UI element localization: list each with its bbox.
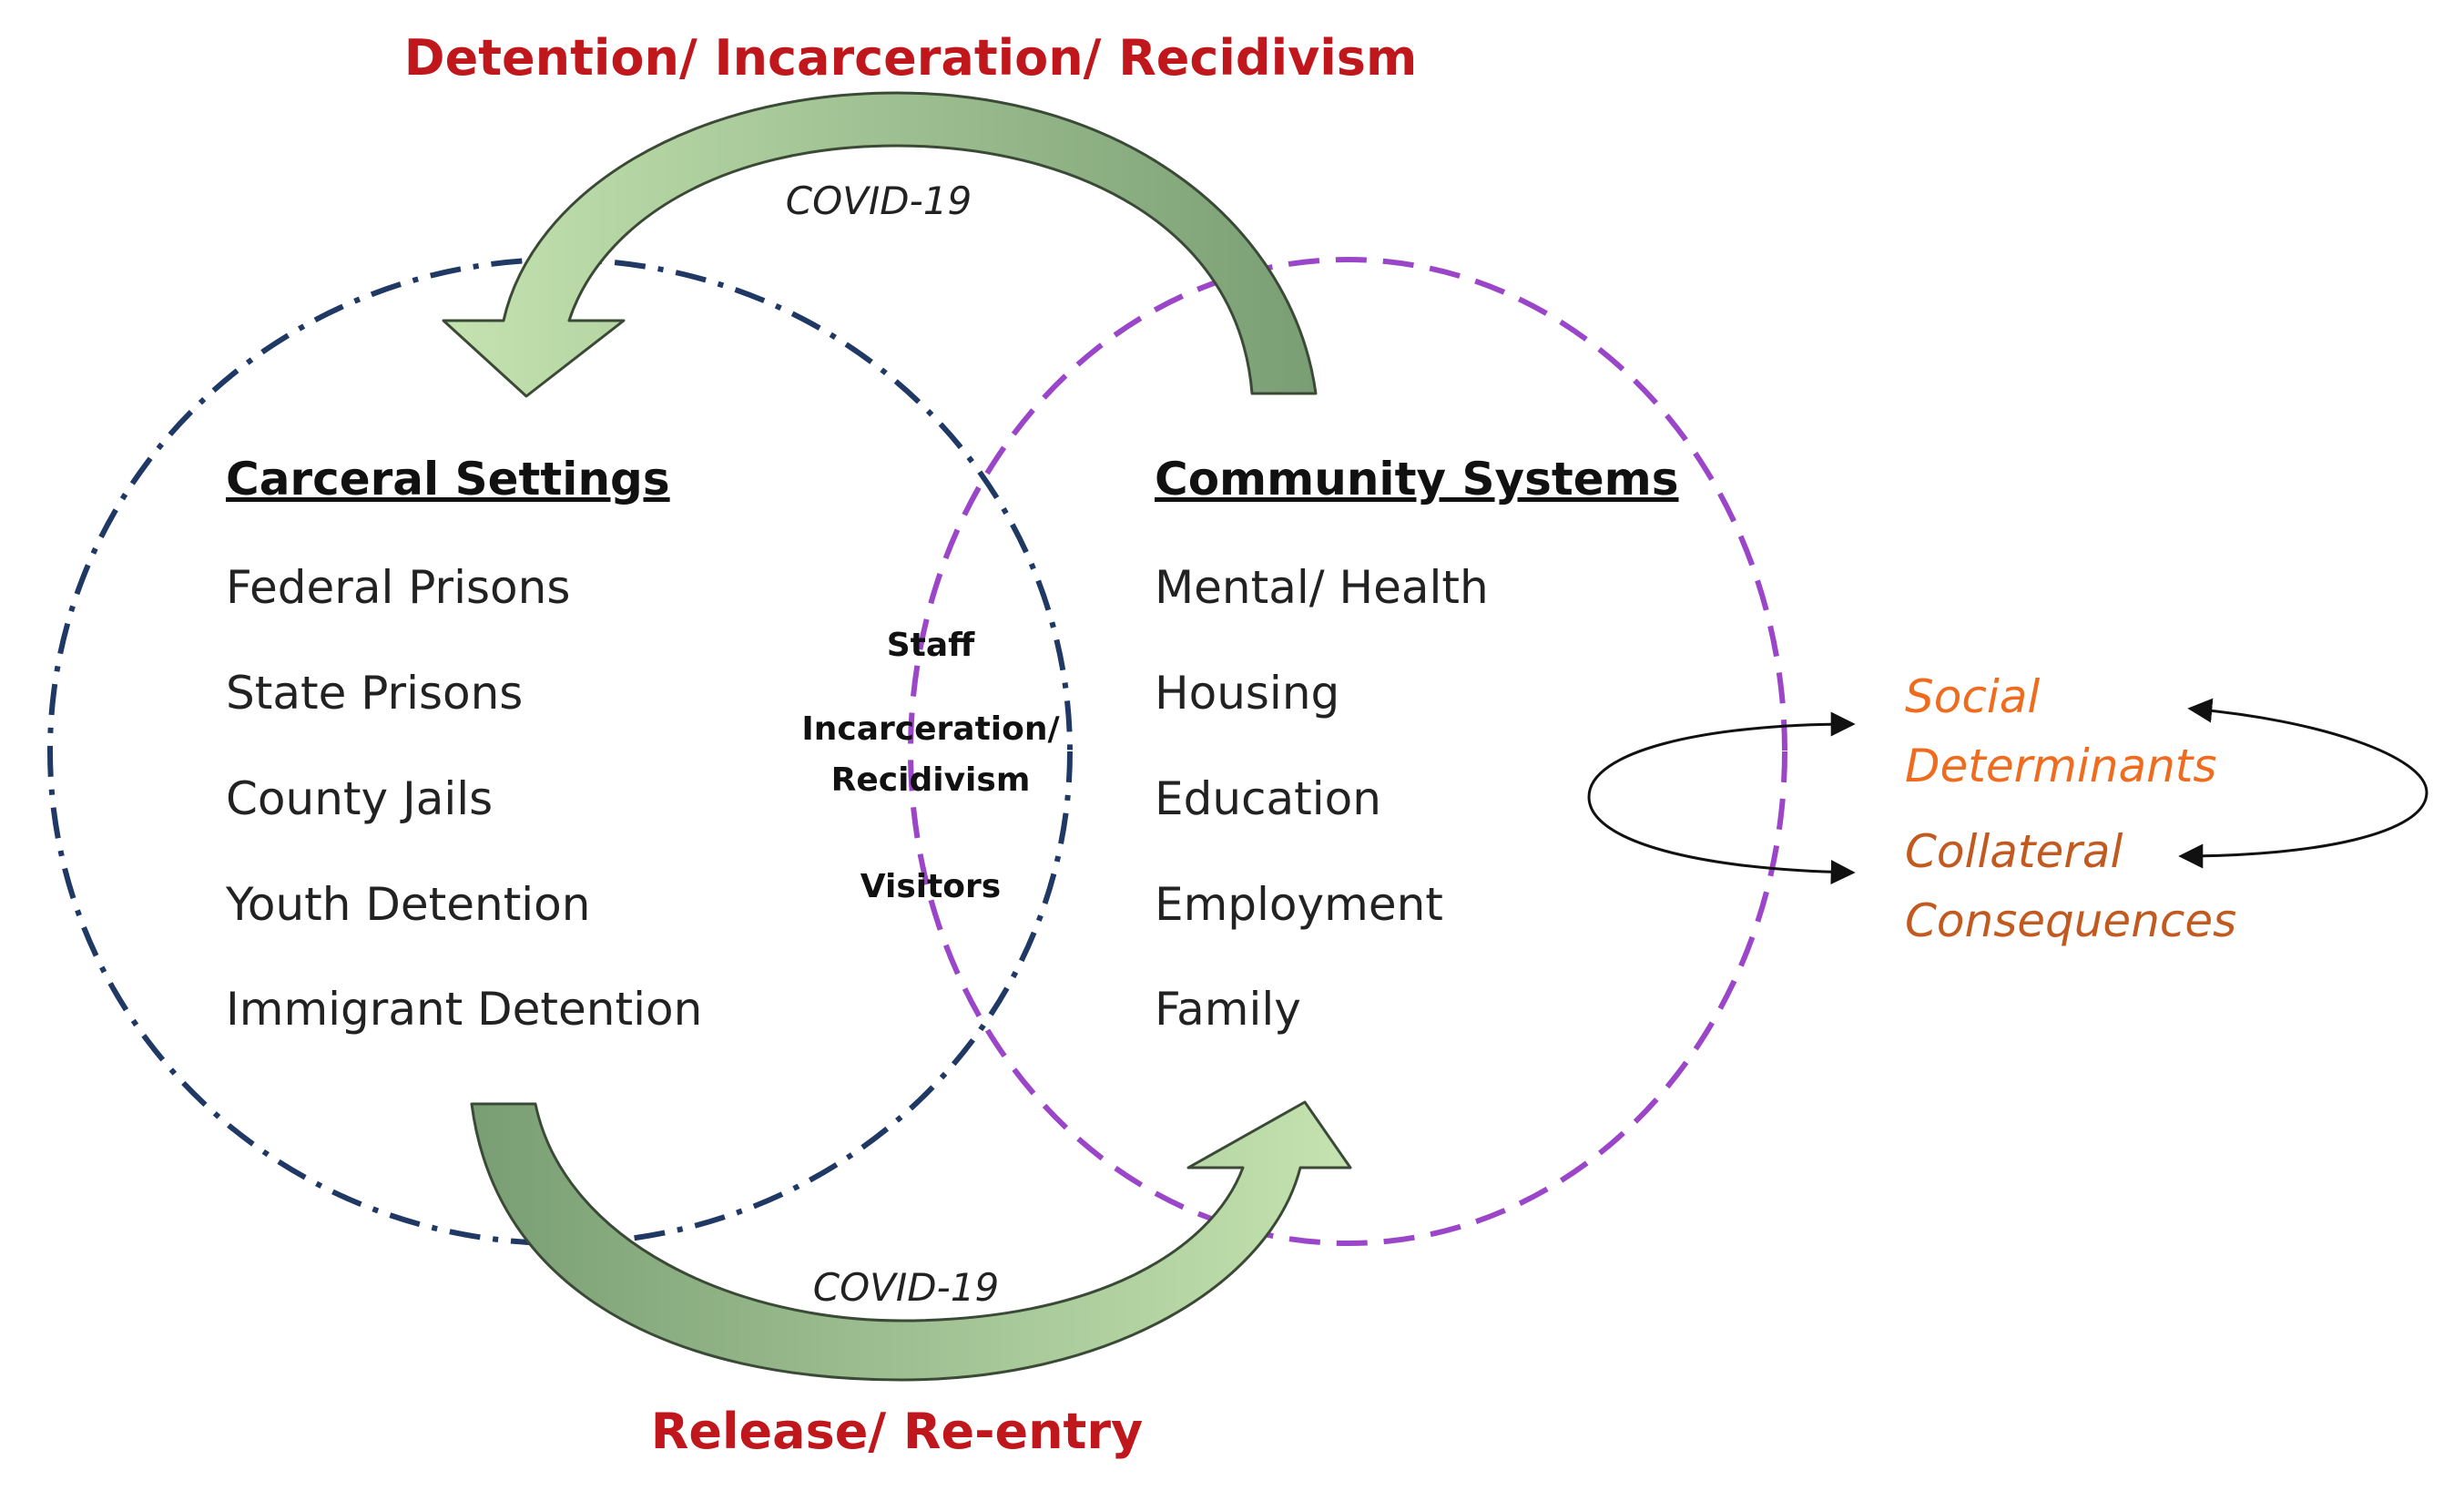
overlap-visitors: Visitors (860, 868, 1001, 905)
covid-label-top: COVID-19 (786, 179, 972, 223)
overlap-staff: Staff (887, 627, 975, 664)
collateral-consequences-line1: Collateral (1905, 825, 2123, 878)
overlap-incarceration: Incarceration/ (801, 710, 1060, 748)
collateral-consequences-line2: Consequences (1905, 894, 2236, 947)
community-item: Housing (1155, 667, 1339, 720)
curved-arrow-right-icon (470, 1100, 1352, 1382)
social-determinants-line1: Social (1905, 670, 2040, 723)
community-heading: Community Systems (1155, 453, 1679, 506)
community-item: Employment (1155, 878, 1443, 931)
feedback-loop-icon (1587, 698, 2428, 885)
cycle-label-release: Release/ Re-entry (651, 1403, 1143, 1460)
loop-arrow-right (2178, 698, 2428, 869)
overlap-recidivism: Recidivism (831, 761, 1031, 799)
carceral-item: Federal Prisons (226, 561, 570, 614)
social-determinants-line2: Determinants (1905, 740, 2216, 792)
carceral-item: Immigrant Detention (226, 983, 702, 1036)
community-circle (908, 257, 1787, 1246)
loop-arrow-left (1587, 711, 1856, 885)
curved-arrow-left-icon (442, 91, 1318, 398)
carceral-item: State Prisons (226, 667, 523, 720)
community-item: Education (1155, 772, 1381, 825)
carceral-item: Youth Detention (225, 878, 590, 931)
carceral-item: County Jails (226, 772, 493, 825)
carceral-circle (47, 257, 1073, 1246)
carceral-heading: Carceral Settings (226, 453, 670, 506)
cycle-label-detention: Detention/ Incarceration/ Recidivism (404, 29, 1417, 87)
community-item: Mental/ Health (1155, 561, 1489, 614)
community-item: Family (1155, 983, 1301, 1036)
covid-label-bottom: COVID-19 (813, 1265, 999, 1310)
